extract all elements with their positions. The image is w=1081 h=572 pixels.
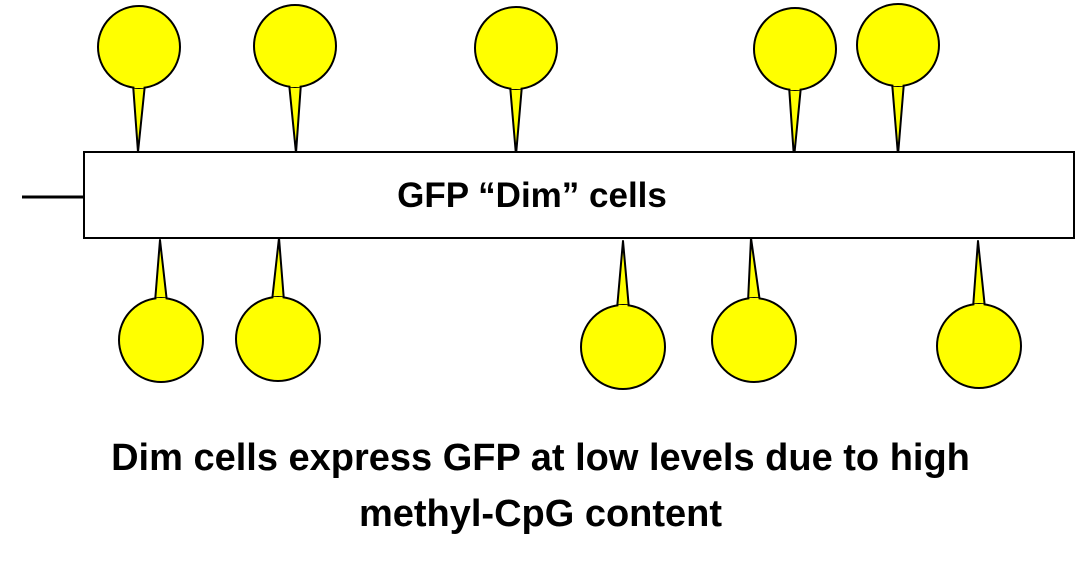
methyl-head (711, 297, 797, 383)
methyl-stem (747, 237, 761, 303)
methyl-group-above-5 (856, 3, 940, 156)
methylation-diagram: GFP “Dim” cells (22, 3, 1075, 390)
methyl-head (856, 3, 940, 87)
methyl-head (253, 4, 337, 88)
methyl-stem (788, 85, 802, 159)
methyl-group-below-1 (118, 239, 204, 383)
caption-line-2: methyl-CpG content (358, 493, 723, 535)
methyl-head (936, 303, 1022, 389)
methyl-groups-above (97, 3, 940, 159)
methyl-group-below-5 (936, 240, 1022, 389)
methyl-head (580, 304, 666, 390)
methyl-group-below-4 (711, 237, 797, 383)
methyl-group-below-2 (235, 237, 321, 382)
caption-line-1: Dim cells express GFP at low levels due … (111, 437, 970, 479)
methyl-group-below-3 (580, 240, 666, 390)
methyl-head (97, 5, 181, 89)
methyl-head (118, 297, 204, 383)
methyl-stem (154, 239, 168, 303)
methyl-group-above-4 (753, 7, 837, 159)
methyl-stem (616, 240, 630, 310)
methyl-group-above-1 (97, 5, 181, 153)
methyl-groups-below (118, 237, 1022, 390)
methyl-stem (972, 240, 986, 309)
gene-label: GFP “Dim” cells (397, 176, 667, 215)
methyl-head (474, 6, 558, 90)
methyl-group-above-3 (474, 6, 558, 156)
methyl-stem (271, 237, 285, 302)
gene-box (83, 151, 1075, 239)
methyl-head (235, 296, 321, 382)
methyl-group-above-2 (253, 4, 337, 154)
methyl-stem (132, 83, 146, 153)
methyl-stem (891, 81, 905, 156)
methyl-head (753, 7, 837, 91)
caption: Dim cells express GFP at low levels due … (0, 430, 1081, 542)
methyl-stem (509, 84, 523, 156)
methyl-stem (288, 82, 302, 154)
